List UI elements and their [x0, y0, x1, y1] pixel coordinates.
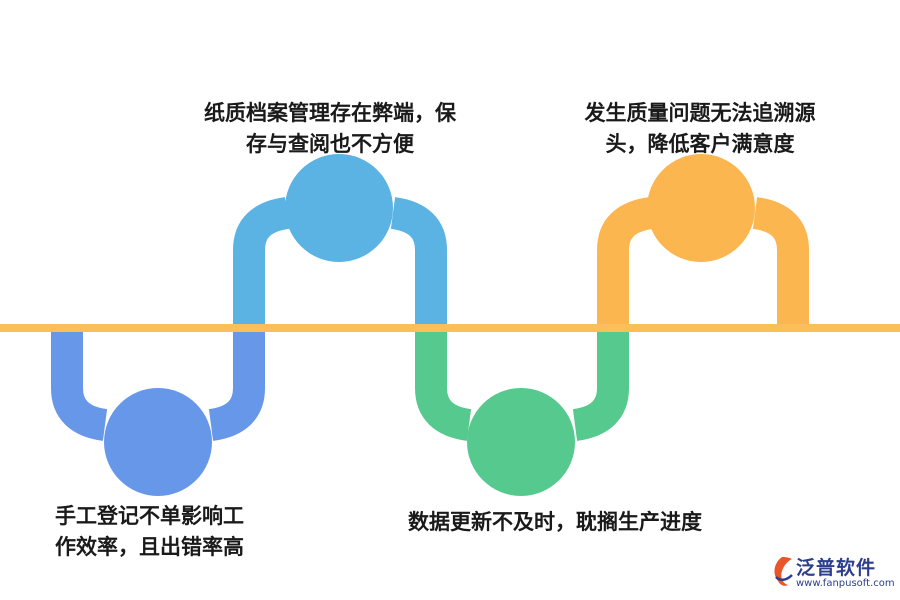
item-2-label: 纸质档案管理存在弊端，保 存与查阅也不方便 — [170, 98, 490, 160]
brand-logo: 泛普软件 www.fanpusoft.com — [770, 553, 895, 593]
brand-url: www.fanpusoft.com — [796, 578, 895, 589]
item-1-label: 手工登记不单影响工 作效率，且出错率高 — [55, 501, 295, 563]
fanpu-logo-icon — [774, 557, 793, 586]
item-3-line-1: 数据更新不及时，耽搁生产进度 — [408, 510, 702, 534]
connector-2 — [233, 197, 447, 328]
node-3 — [467, 388, 575, 496]
connector-3 — [415, 328, 629, 441]
item-1-line-1: 手工登记不单影响工 — [55, 504, 244, 528]
item-4-line-2: 头，降低客户满意度 — [605, 132, 795, 156]
node-4 — [647, 154, 755, 262]
axis-line — [0, 324, 900, 332]
connector-1 — [51, 328, 265, 441]
item-2-line-2: 存与查阅也不方便 — [246, 132, 414, 156]
item-4-line-1: 发生质量问题无法追溯源 — [584, 101, 816, 125]
brand-name: 泛普软件 — [796, 557, 877, 579]
node-1 — [104, 388, 212, 496]
item-1-line-2: 作效率，且出错率高 — [55, 535, 244, 559]
node-2 — [285, 154, 393, 262]
item-2-line-1: 纸质档案管理存在弊端，保 — [204, 101, 456, 125]
connector-4 — [597, 197, 809, 328]
item-3-label: 数据更新不及时，耽搁生产进度 — [370, 507, 740, 538]
item-4-label: 发生质量问题无法追溯源 头，降低客户满意度 — [555, 98, 845, 160]
